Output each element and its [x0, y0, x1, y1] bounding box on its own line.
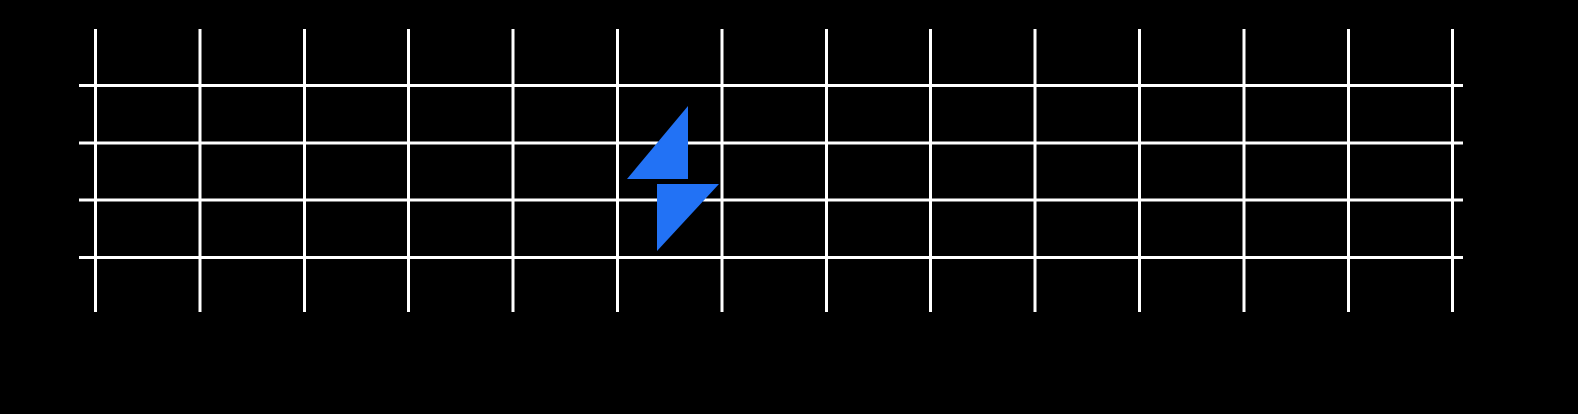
grid-horizontal-lines	[79, 84, 1463, 260]
lightning-bolt-icon	[627, 106, 719, 251]
